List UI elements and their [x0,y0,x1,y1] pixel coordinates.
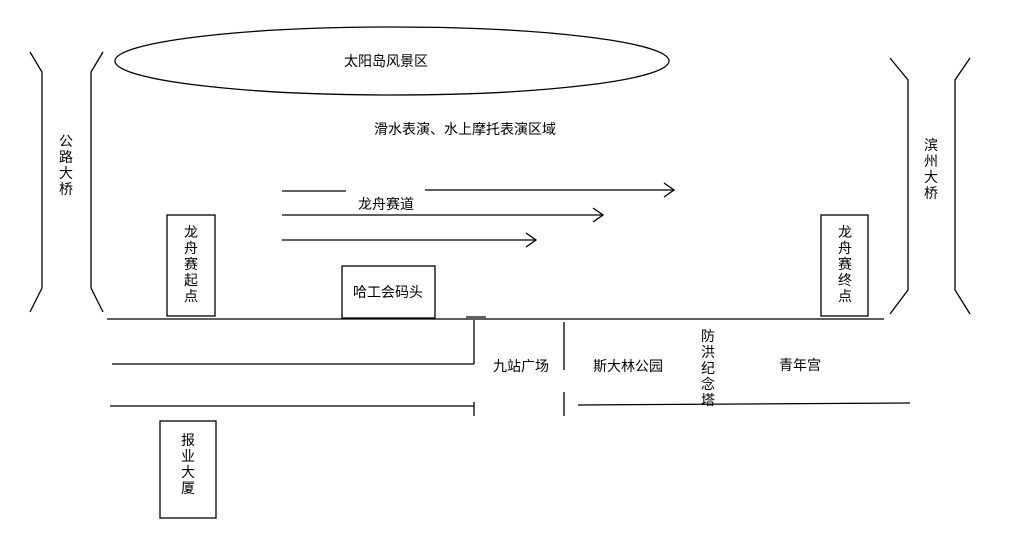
dragon-boat-course: 龙舟赛道 [282,182,676,248]
binzhou-bridge-label: 滨州大桥 [924,138,938,202]
flood-memorial-tower-label: 防洪纪念塔 [701,329,715,409]
stalin-park-label: 斯大林公园 [593,359,663,375]
square-nine-label: 九站广场 [493,359,549,375]
newspaper-building-label: 报业大厦 [181,433,195,497]
performance-area-label: 滑水表演、水上摩托表演区域 [374,121,556,138]
svg-text:公路大桥: 公路大桥 [59,134,73,198]
binzhou-bridge: 滨州大桥 [889,57,971,315]
sun-island-area: 太阳岛风景区 [114,26,670,96]
race-end-marker: 龙舟赛终点 [820,214,869,317]
harbin-pier: 哈工会码头 [341,265,436,319]
race-end-label: 龙舟赛终点 [838,225,852,305]
race-start-marker: 龙舟赛起点 [166,214,216,317]
svg-text:龙舟赛起点: 龙舟赛起点 [184,225,198,305]
svg-text:龙舟赛终点: 龙舟赛终点 [838,225,852,305]
riverbank [107,316,884,320]
harbin-pier-label: 哈工会码头 [353,285,423,301]
highway-bridge: 公路大桥 [29,51,104,313]
svg-text:报业大厦: 报业大厦 [181,433,195,497]
highway-bridge-label: 公路大桥 [59,134,73,198]
streets [110,320,911,416]
svg-text:防洪纪念塔: 防洪纪念塔 [701,329,715,409]
race-start-label: 龙舟赛起点 [184,225,198,305]
svg-text:滨州大桥: 滨州大桥 [924,138,938,202]
sun-island-label: 太阳岛风景区 [344,54,428,70]
dragon-boat-course-label: 龙舟赛道 [358,197,414,213]
newspaper-building: 报业大厦 [159,420,217,519]
youth-palace-label: 青年宫 [779,358,821,374]
